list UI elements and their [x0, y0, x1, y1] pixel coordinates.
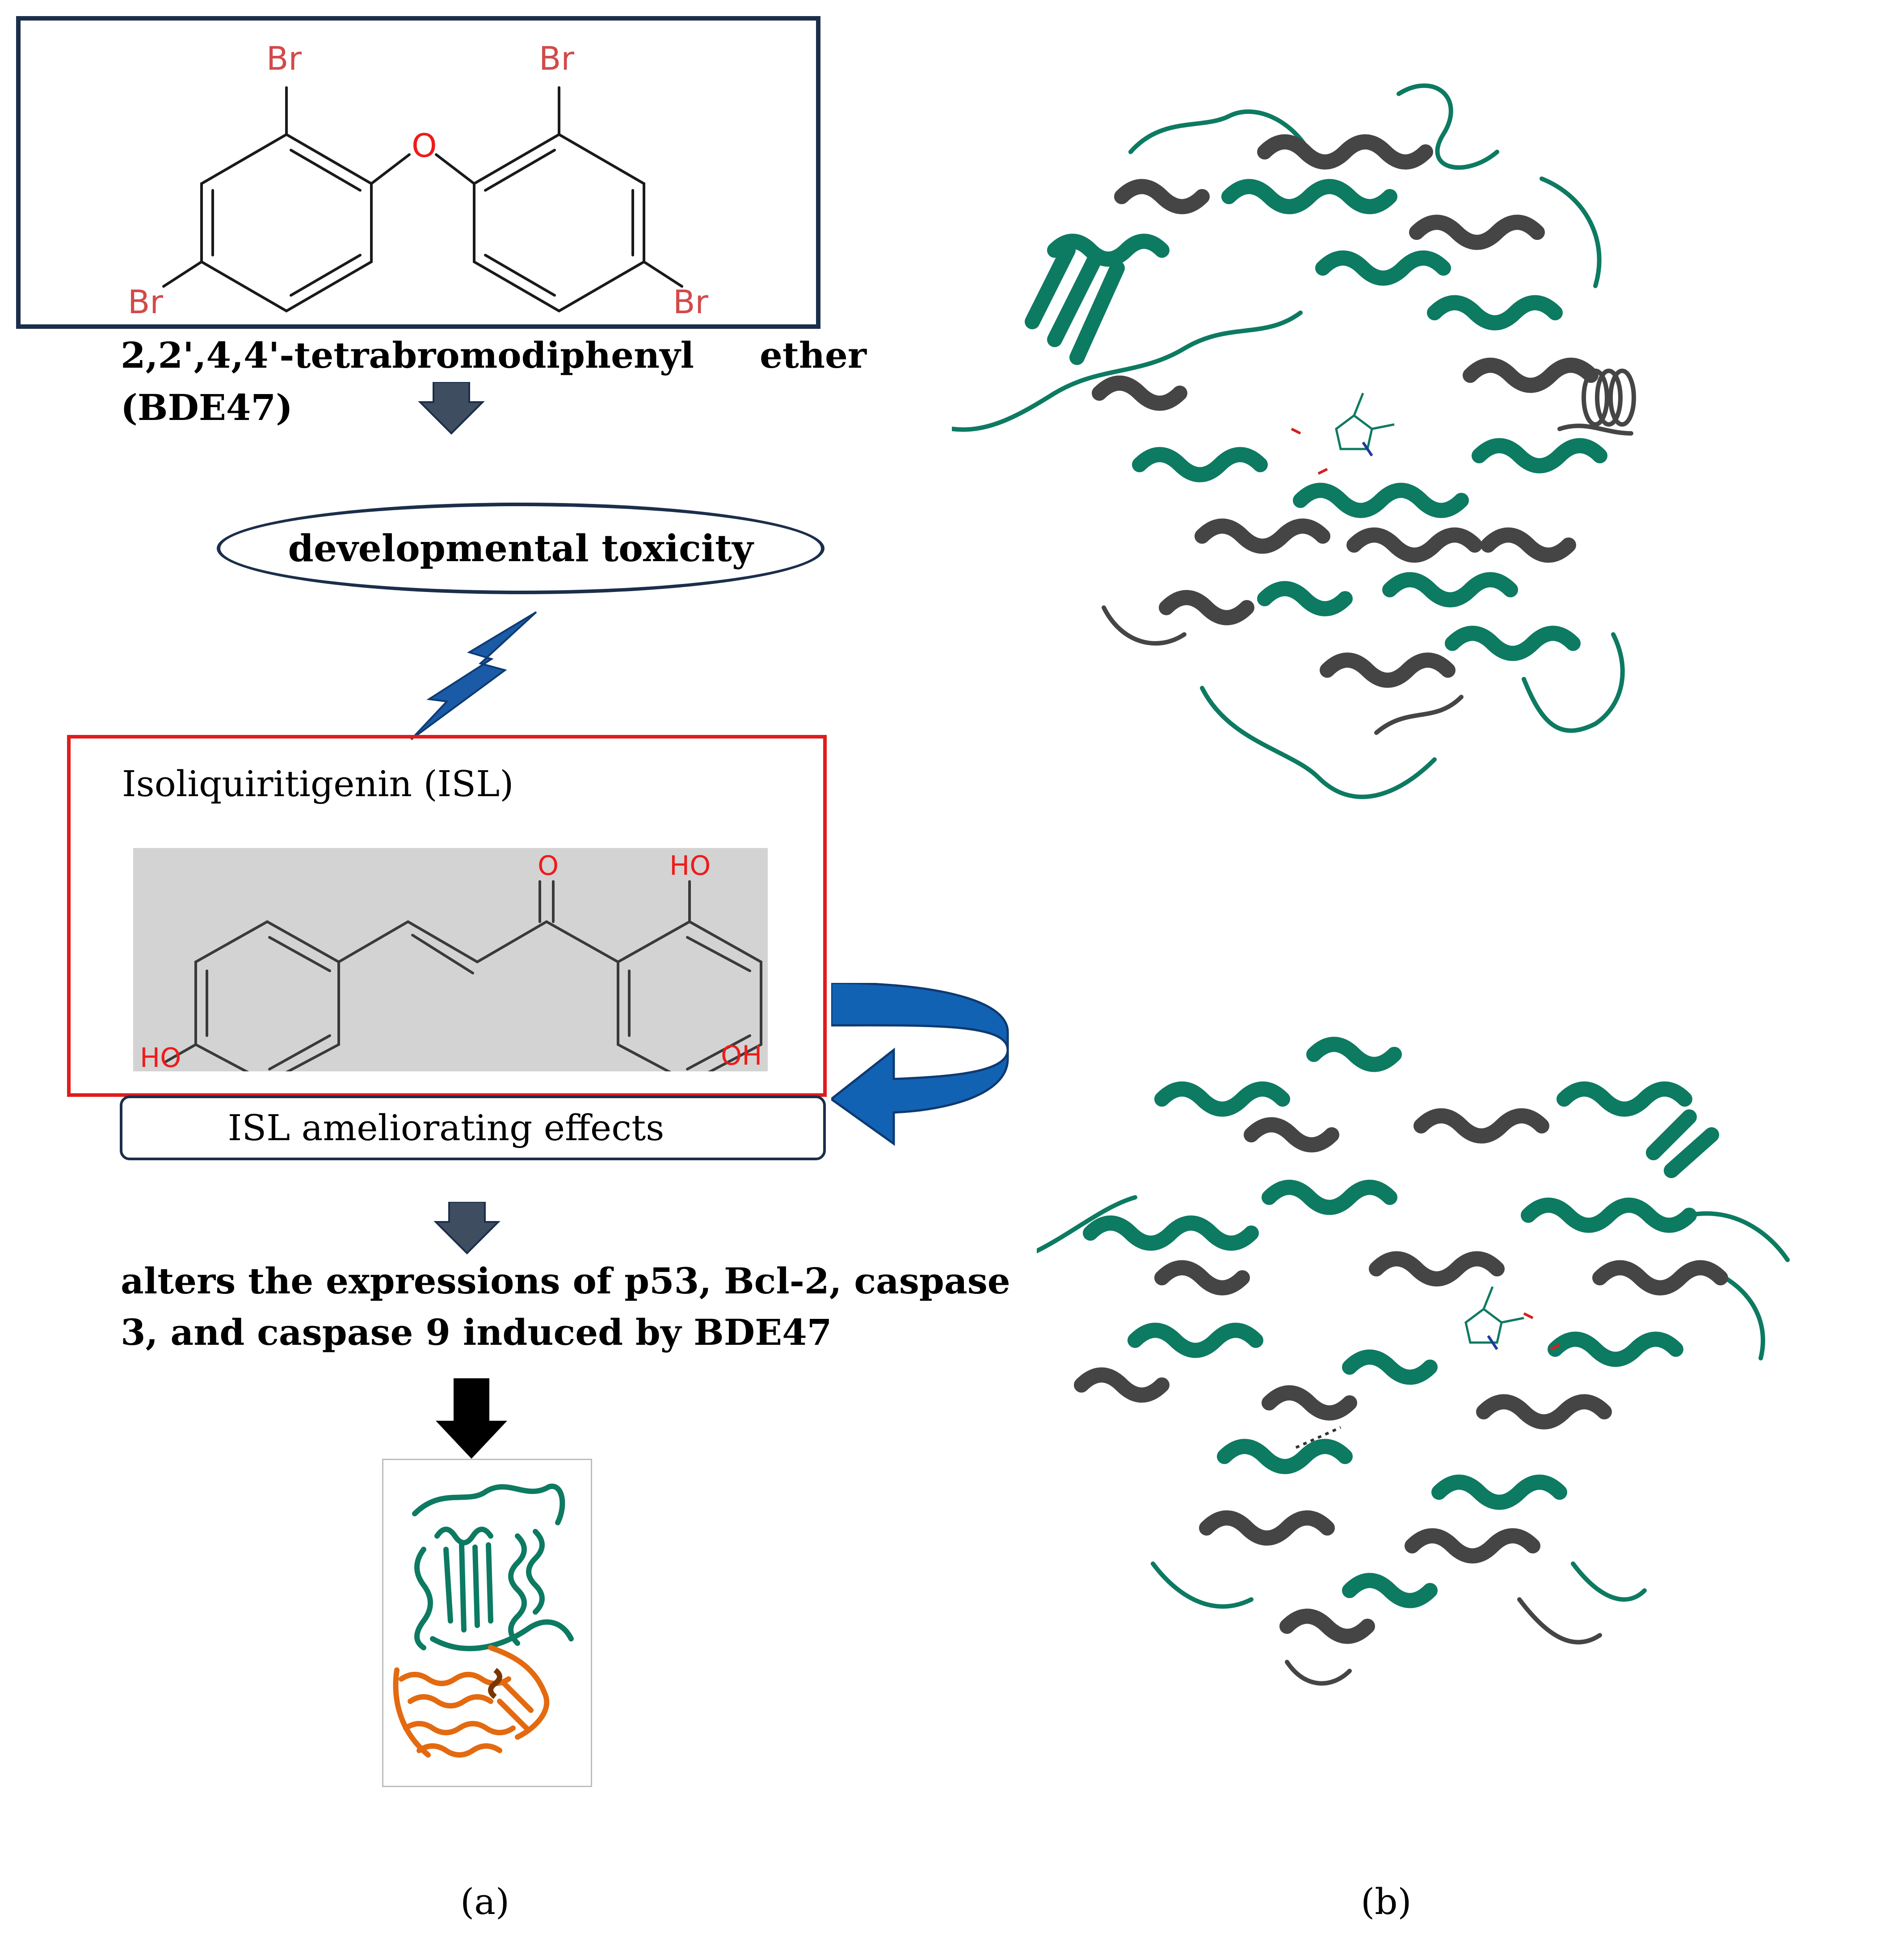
bromine-label: Br	[266, 40, 302, 77]
outcome-text-line2: 3, and caspase 9 induced by BDE47	[121, 1311, 832, 1353]
isl-effects-label: ISL ameliorating effects	[227, 1107, 665, 1149]
oxygen-label: O	[412, 127, 437, 164]
panel-label-b: (b)	[1361, 1881, 1412, 1922]
bromine-label: Br	[128, 283, 163, 321]
bde47-structure-box: Br Br Br Br O	[16, 16, 820, 329]
toxicity-label: developmental toxicity	[288, 527, 753, 570]
toxicity-oval: developmental toxicity	[217, 503, 825, 594]
p53-protein-structure-image	[382, 1459, 592, 1787]
down-arrow-icon	[433, 1202, 501, 1255]
down-arrow-icon	[418, 382, 485, 435]
isl-effects-box: ISL ameliorating effects	[120, 1095, 826, 1160]
hydroxyl-label-right: OH	[721, 1040, 762, 1071]
bromine-label: Br	[673, 283, 708, 321]
bde47-name-line2: (BDE47)	[121, 386, 293, 428]
isl-structure-image: O HO HO	[133, 848, 768, 1084]
carbonyl-oxygen-label: O	[538, 850, 559, 881]
bromine-label: Br	[539, 40, 574, 77]
down-arrow-icon	[436, 1378, 507, 1459]
protein-structure-top	[950, 63, 1667, 831]
isl-structure-drawing: O HO HO	[140, 850, 762, 1084]
bde47-name-line1-left: 2,2',4,4'-tetrabromodiphenyl	[121, 334, 694, 376]
bde47-structure-drawing: Br Br Br Br O	[128, 40, 708, 321]
protein-structure-bottom	[1035, 983, 1841, 1698]
lightning-bolt-icon	[410, 611, 537, 740]
outcome-text-line1: alters the expressions of p53, Bcl-2, ca…	[121, 1260, 1010, 1302]
panel-label-a: (a)	[460, 1881, 510, 1922]
hydroxyl-label: HO	[140, 1042, 181, 1071]
hydroxyl-label: HO	[669, 850, 711, 881]
bde47-name-line1-right: ether	[760, 334, 867, 376]
isl-title: Isoliquiritigenin (ISL)	[122, 763, 514, 805]
curved-arrow-icon	[831, 983, 1009, 1146]
isl-structure-box: Isoliquiritigenin (ISL) O	[67, 735, 827, 1097]
